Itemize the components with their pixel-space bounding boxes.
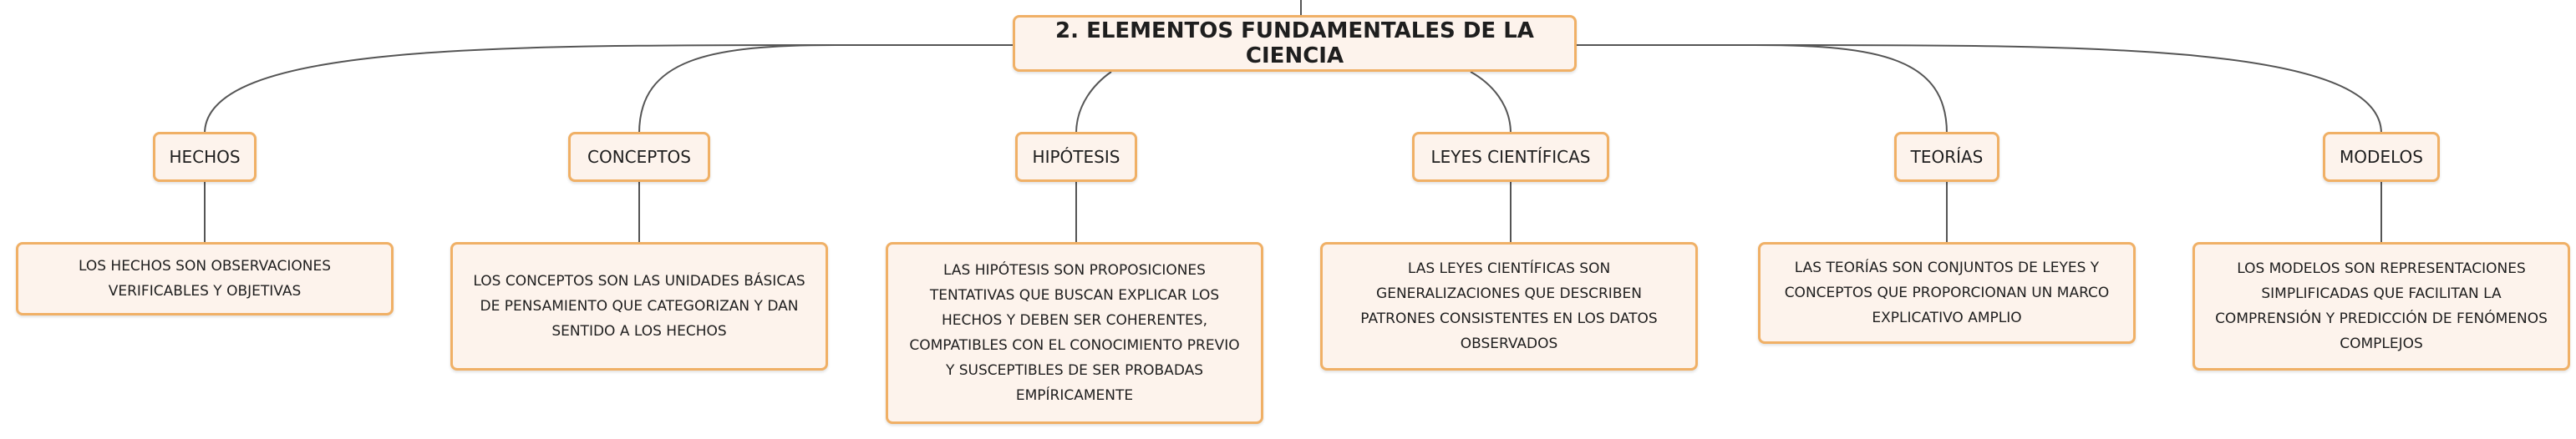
category-label: HIPÓTESIS: [1032, 147, 1120, 167]
description-text: LOS CONCEPTOS SON LAS UNIDADES BÁSICAS D…: [473, 273, 805, 340]
description-text: LOS HECHOS SON OBSERVACIONES VERIFICABLE…: [78, 258, 332, 300]
category-label: TEORÍAS: [1910, 147, 1984, 167]
category-label: LEYES CIENTÍFICAS: [1430, 147, 1591, 167]
description-node-conceptos[interactable]: LOS CONCEPTOS SON LAS UNIDADES BÁSICAS D…: [450, 242, 828, 371]
connector-root-conceptos: [638, 44, 1013, 134]
connector-root-hechos: [204, 43, 1013, 134]
description-text: LOS MODELOS SON REPRESENTACIONES SIMPLIF…: [2215, 260, 2548, 352]
category-node-hechos[interactable]: HECHOS: [153, 132, 257, 182]
description-node-leyes[interactable]: LAS LEYES CIENTÍFICAS SON GENERALIZACION…: [1320, 242, 1698, 371]
category-label: HECHOS: [169, 147, 241, 167]
category-node-leyes[interactable]: LEYES CIENTÍFICAS: [1412, 132, 1609, 182]
connector-root-teorias: [1577, 44, 1948, 134]
connector-root-leyes: [1470, 71, 1512, 134]
description-text: LAS TEORÍAS SON CONJUNTOS DE LEYES Y CON…: [1784, 260, 2110, 326]
description-text: LAS HIPÓTESIS SON PROPOSICIONES TENTATIV…: [909, 262, 1240, 404]
connector-root-modelos: [1577, 43, 2382, 134]
connector-root-hipotesis: [1075, 71, 1112, 134]
root-node[interactable]: 2. ELEMENTOS FUNDAMENTALES DE LA CIENCIA: [1013, 15, 1577, 72]
description-node-teorias[interactable]: LAS TEORÍAS SON CONJUNTOS DE LEYES Y CON…: [1758, 242, 2136, 344]
category-node-hipotesis[interactable]: HIPÓTESIS: [1015, 132, 1137, 182]
category-label: MODELOS: [2340, 147, 2423, 167]
category-node-conceptos[interactable]: CONCEPTOS: [568, 132, 710, 182]
root-node-label: 2. ELEMENTOS FUNDAMENTALES DE LA CIENCIA: [1055, 18, 1534, 68]
description-node-hipotesis[interactable]: LAS HIPÓTESIS SON PROPOSICIONES TENTATIV…: [886, 242, 1263, 424]
category-node-teorias[interactable]: TEORÍAS: [1894, 132, 1999, 182]
category-node-modelos[interactable]: MODELOS: [2323, 132, 2440, 182]
description-text: LAS LEYES CIENTÍFICAS SON GENERALIZACION…: [1360, 260, 1658, 352]
category-label: CONCEPTOS: [587, 147, 691, 167]
description-node-modelos[interactable]: LOS MODELOS SON REPRESENTACIONES SIMPLIF…: [2192, 242, 2570, 371]
description-node-hechos[interactable]: LOS HECHOS SON OBSERVACIONES VERIFICABLE…: [16, 242, 394, 315]
